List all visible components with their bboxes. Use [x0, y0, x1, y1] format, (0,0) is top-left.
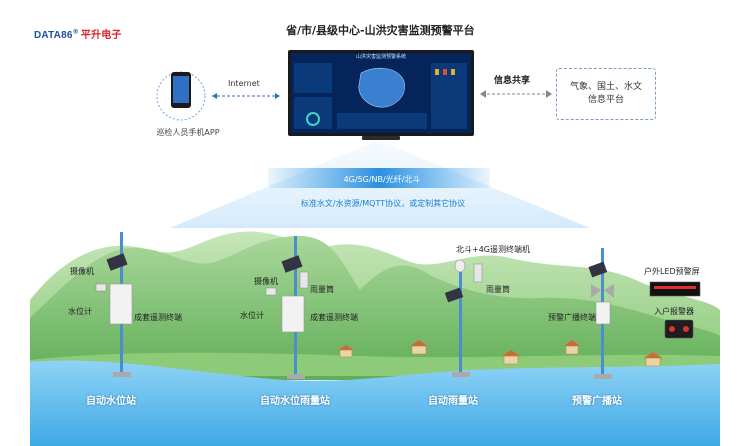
brand-name-cn: 平升电子 — [80, 30, 122, 41]
mid-hills — [30, 236, 720, 380]
station-2-rain-gauge-label: 雨量筒 — [310, 285, 334, 294]
protocol-label: 标准水文/水资源/MQTT协议，或定制其它协议 — [300, 199, 466, 208]
station-2-camera-label: 摄像机 — [254, 277, 278, 286]
station-2-water-level-label: 水位计 — [240, 311, 264, 320]
station-2-name: 自动水位雨量站 — [260, 396, 330, 407]
station-3-pole — [444, 259, 483, 377]
network-channels: 4G/5G/NB/光纤/北斗 — [343, 175, 421, 184]
indoor-alarm — [664, 319, 694, 339]
station-1-pole — [95, 232, 133, 377]
dashboard-graphics — [294, 63, 467, 129]
screen-title: 山洪灾害监测预警系统 — [355, 54, 406, 60]
station-1-name: 自动水位站 — [86, 396, 136, 407]
station-2-pole — [265, 236, 309, 379]
brand-name-en: DATA86 — [34, 30, 73, 41]
station-4-name: 预警广播站 — [572, 396, 622, 407]
station-4-pole — [588, 248, 614, 379]
station-4-led-label: 户外LED预警屏 — [644, 267, 700, 276]
station-4-broadcast-label: 预警广播终端 — [548, 313, 596, 322]
info-platform-box: 气象、国土、水文 信息平台 — [556, 68, 656, 120]
station-1-camera-label: 摄像机 — [70, 267, 94, 276]
station-2-terminal-label: 成套遥测终端 — [310, 313, 358, 322]
station-1-terminal-label: 成套遥测终端 — [134, 313, 182, 322]
phone-app-label: 巡检人员手机APP — [156, 128, 220, 137]
station-4-indoor-alarm-label: 入户报警器 — [654, 307, 694, 316]
platform-monitor: 山洪灾害监测预警系统 — [288, 50, 474, 136]
station-3-terminal-label: 北斗+4G遥测终端机 — [456, 245, 530, 254]
info-platform-line1: 气象、国土、水文 — [569, 82, 642, 92]
station-3-rain-gauge-label: 雨量筒 — [486, 285, 510, 294]
internet-label: Internet — [228, 79, 260, 88]
phone-icon — [156, 71, 206, 121]
info-share-label: 信息共享 — [494, 76, 531, 86]
network-band — [268, 168, 490, 188]
river — [30, 360, 720, 446]
registered-mark: ® — [72, 28, 79, 36]
center-title: 省/市/县级中心-山洪灾害监测预警平台 — [286, 24, 475, 37]
info-platform-line2: 信息平台 — [587, 95, 624, 105]
brand-logo: DATA86®平升电子 — [34, 26, 122, 41]
monitor-stand — [362, 136, 400, 140]
station-3-name: 自动雨量站 — [428, 396, 478, 407]
village-houses — [336, 339, 663, 367]
station-1-water-level-label: 水位计 — [68, 307, 92, 316]
